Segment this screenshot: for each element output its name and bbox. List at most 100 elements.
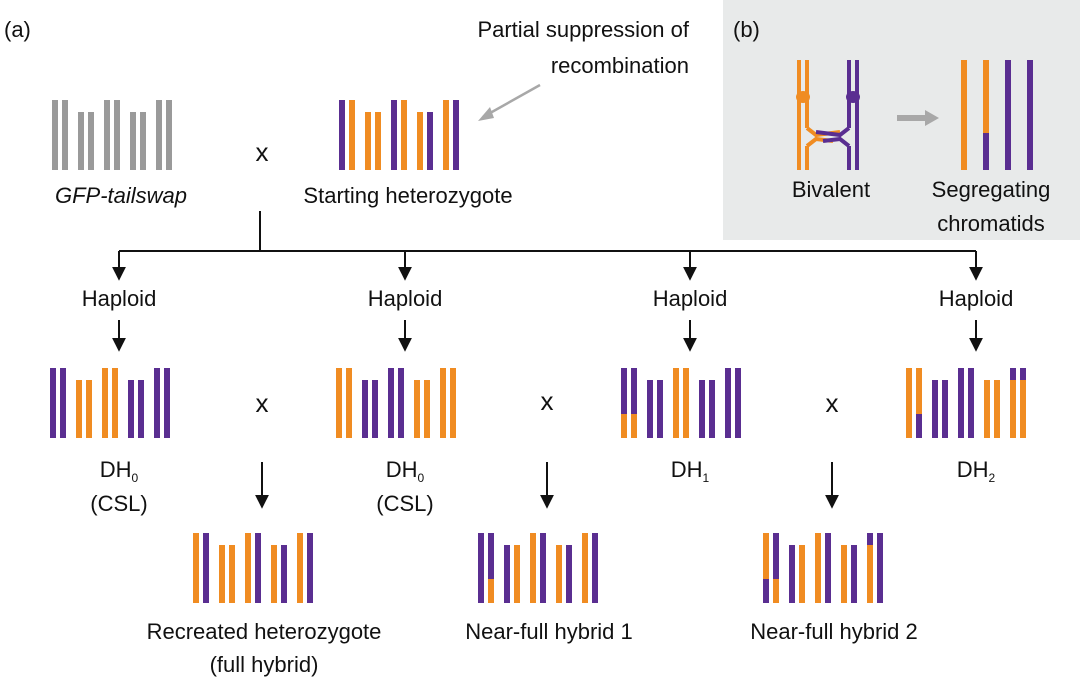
haploid-label-1: Haploid xyxy=(81,286,157,311)
chromosome-segment xyxy=(916,414,922,438)
chromosome-bar xyxy=(50,368,56,438)
gfp-tailswap-label: GFP-tailswap xyxy=(54,183,188,208)
chromosome-bar xyxy=(961,60,967,170)
chromosome-bar xyxy=(440,368,446,438)
chromosome-bar xyxy=(346,368,352,438)
chromosome-bar xyxy=(916,368,922,438)
chromosome-segment xyxy=(1020,368,1026,380)
chromosome-bar xyxy=(76,380,82,438)
cross-symbol-1: x xyxy=(255,388,269,418)
chromosome-bar xyxy=(789,545,795,603)
chromosomes-recreated-heterozygote xyxy=(193,533,313,603)
chromosome-bar xyxy=(140,112,146,170)
chromosome-bar xyxy=(391,100,397,170)
chromosome-bar xyxy=(942,380,948,438)
chromosome-segment xyxy=(867,533,873,545)
chromosome-bar xyxy=(414,380,420,438)
chromosome-bar xyxy=(128,380,134,438)
chromosome-bar xyxy=(1020,368,1026,438)
chromosome-bar xyxy=(799,545,805,603)
chromosome-bar xyxy=(906,368,912,438)
chromosome-bar xyxy=(112,368,118,438)
chromosome-bar xyxy=(398,368,404,438)
chromosome-segment xyxy=(763,579,769,603)
dh1-label: DH1 xyxy=(671,457,710,485)
chromosome-bar xyxy=(78,112,84,170)
chromosome-bar xyxy=(504,545,510,603)
chromosome-bar xyxy=(424,380,430,438)
chromosome-bar xyxy=(582,533,588,603)
chromosomes-near-full-hybrid-1 xyxy=(478,533,598,603)
chromosome-bar xyxy=(138,380,144,438)
chromosomes-segregating-chromatids xyxy=(961,60,1033,170)
chromosome-bar xyxy=(994,380,1000,438)
chromosomes-near-full-hybrid-2 xyxy=(763,533,883,603)
chromosome-bar xyxy=(984,380,990,438)
chromosome-bar xyxy=(709,380,715,438)
chromosome-bar xyxy=(401,100,407,170)
chromosome-bar xyxy=(763,533,769,603)
haploid-label-4: Haploid xyxy=(938,286,1014,311)
chromosome-bar xyxy=(478,533,484,603)
cross-symbol-2: x xyxy=(540,386,554,416)
near-full-hybrid-1-label: Near-full hybrid 1 xyxy=(465,619,633,644)
panel-a-label: (a) xyxy=(4,17,31,42)
chromosome-bar xyxy=(417,112,423,170)
chromosome-bar xyxy=(592,533,598,603)
chromosome-bar xyxy=(540,533,546,603)
chromosome-bar xyxy=(1010,368,1016,438)
chromosome-bar xyxy=(375,112,381,170)
chromosome-bar xyxy=(453,100,459,170)
chromatids-label: chromatids xyxy=(937,211,1045,236)
dh-labels: DH0 DH0 DH1 DH2 xyxy=(100,457,996,485)
chromosome-bar xyxy=(88,112,94,170)
panel-b-label: (b) xyxy=(733,17,760,42)
bivalent-label: Bivalent xyxy=(791,177,871,202)
chromosome-bar xyxy=(725,368,731,438)
chromosome-bar xyxy=(166,100,172,170)
chromosome-segment xyxy=(773,579,779,603)
cross-symbol-3: x xyxy=(825,388,839,418)
chromosome-bar xyxy=(735,368,741,438)
dh2-label: DH2 xyxy=(957,457,996,485)
chromosome-bar xyxy=(339,100,345,170)
dh0-middle-label: DH0 xyxy=(386,457,425,485)
csl-label-left: (CSL) xyxy=(90,491,148,516)
chromosome-bar xyxy=(372,380,378,438)
csl-label-middle: (CSL) xyxy=(376,491,434,516)
haploid-label-2: Haploid xyxy=(367,286,443,311)
chromosome-bar xyxy=(514,545,520,603)
dh0-left-label: DH0 xyxy=(100,457,139,485)
chromosome-segment xyxy=(983,133,989,170)
chromosome-bar xyxy=(349,100,355,170)
chromosome-bar xyxy=(130,112,136,170)
segregating-label: Segregating xyxy=(931,177,1051,202)
chromosome-bar xyxy=(52,100,58,170)
chromosome-bar xyxy=(867,533,873,603)
chromosomes-dh2 xyxy=(906,368,1026,438)
chromosome-segment xyxy=(1010,368,1016,380)
chromosome-bar xyxy=(245,533,251,603)
annotation-line-2: recombination xyxy=(550,53,689,78)
chromosome-segment xyxy=(631,414,637,438)
chromosome-segment xyxy=(621,414,627,438)
chromosome-bar xyxy=(203,533,209,603)
near-full-hybrid-2-label: Near-full hybrid 2 xyxy=(750,619,918,644)
chromosome-bar xyxy=(164,368,170,438)
chromosome-bar xyxy=(450,368,456,438)
bivalent-figure xyxy=(796,60,860,170)
chromosome-bar xyxy=(673,368,679,438)
chromosome-bar xyxy=(773,533,779,603)
chromosome-bar xyxy=(566,545,572,603)
chromosome-bar xyxy=(530,533,536,603)
annotation-line-1: Partial suppression of xyxy=(477,17,689,42)
chromosome-bar xyxy=(815,533,821,603)
chromosome-bar xyxy=(556,545,562,603)
chromosome-bar xyxy=(102,368,108,438)
chromosome-bar xyxy=(388,368,394,438)
chromosome-bar xyxy=(86,380,92,438)
chromosome-bar xyxy=(647,380,653,438)
chromosome-bar xyxy=(271,545,277,603)
chromosome-bar xyxy=(297,533,303,603)
